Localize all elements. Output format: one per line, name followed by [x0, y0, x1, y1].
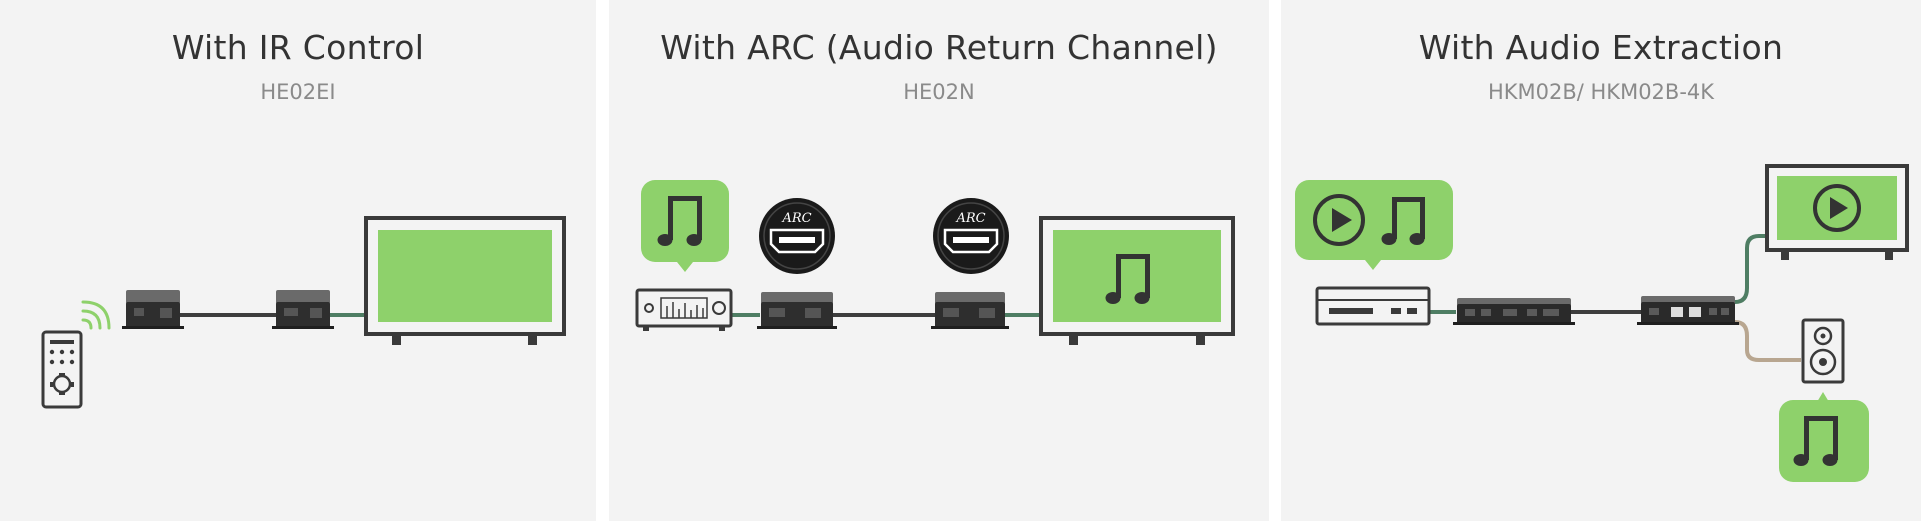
arc-label: ARC [781, 211, 811, 226]
panel-subtitle: HE02EI [260, 80, 336, 104]
panel-title: With ARC (Audio Return Channel) [660, 28, 1218, 67]
audio-receiver-icon [635, 288, 733, 331]
arc-label: ARC [955, 211, 985, 226]
extender-transmitter-icon [757, 292, 837, 329]
kvm-receiver-icon [1637, 296, 1739, 325]
music-note-icon [1105, 254, 1150, 304]
panel-title: With IR Control [171, 28, 425, 67]
media-player-icon [1315, 286, 1431, 326]
play-icon [1813, 184, 1861, 232]
speaker-icon [1801, 318, 1845, 384]
tv-icon [1039, 216, 1235, 345]
panel-title: With Audio Extraction [1418, 28, 1784, 67]
music-note-icon [1381, 197, 1425, 245]
panel-audio-extraction: With Audio Extraction HKM02B/ HKM02B-4K [1281, 0, 1921, 521]
extender-receiver-icon [272, 290, 334, 329]
kvm-transmitter-icon [1453, 298, 1575, 325]
tv-icon [364, 216, 566, 345]
music-note-icon [1779, 392, 1869, 482]
play-icon [1295, 180, 1453, 270]
audio-cable-to-speaker [1734, 320, 1801, 362]
arc-diagram: ARC ARC [635, 180, 1235, 345]
ir-signal-icon [81, 300, 111, 330]
panel-subtitle: HKM02B/ HKM02B-4K [1487, 80, 1715, 104]
panel-subtitle: HE02N [903, 80, 975, 104]
panel-ir-control: With IR Control HE02EI [0, 0, 596, 521]
music-note-icon [641, 180, 729, 272]
tv-icon [1765, 164, 1909, 260]
extender-receiver-icon [931, 292, 1009, 329]
panel-arc: With ARC (Audio Return Channel) HE02N [609, 0, 1269, 521]
remote-control-icon [41, 330, 83, 409]
ir-control-diagram [41, 216, 566, 409]
extender-transmitter-icon [122, 290, 184, 329]
hdmi-arc-icon: ARC [759, 198, 835, 274]
audio-extraction-diagram [1295, 164, 1909, 482]
hdmi-cable-to-tv [1734, 234, 1765, 304]
hdmi-arc-icon: ARC [933, 198, 1009, 274]
